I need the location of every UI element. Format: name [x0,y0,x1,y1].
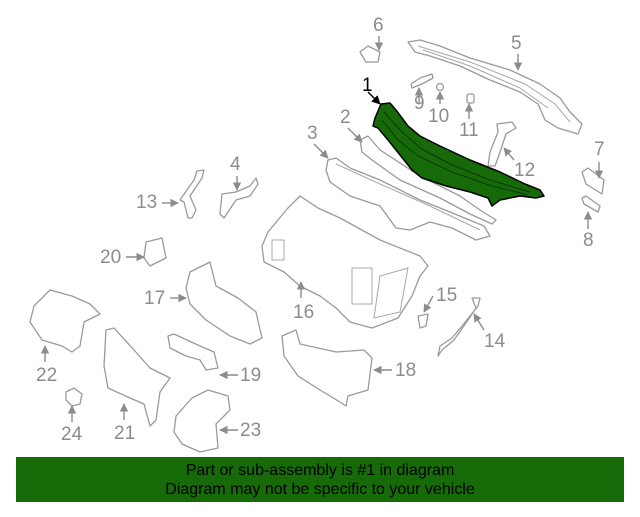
part-15-clip [417,313,429,329]
part-23-insulator [173,389,231,453]
part-9-bracket [410,73,434,89]
callout-23[interactable]: 23 [240,420,262,441]
callout-7[interactable]: 7 [594,139,605,160]
part-11-clip [466,93,475,104]
info-banner: Part or sub-assembly is #1 in diagram Di… [16,457,624,502]
callout-15[interactable]: 15 [436,285,458,306]
callout-19[interactable]: 19 [240,365,262,386]
part-21-insulator [103,327,171,427]
part-12-tube [487,121,517,167]
part-5-panel [407,39,583,135]
part-22-insulator [29,289,101,353]
callout-13[interactable]: 13 [136,192,158,213]
callout-9[interactable]: 9 [414,93,425,114]
callout-20[interactable]: 20 [100,247,122,268]
part-17-insulator [185,261,263,345]
callout-17[interactable]: 17 [144,288,166,309]
callout-21[interactable]: 21 [114,423,136,444]
callout-6[interactable]: 6 [373,15,384,36]
part-6-clip [359,45,381,63]
part-1-cowl-panel-highlighted [372,102,545,207]
part-19-insulator [167,333,219,371]
part-4-bracket [219,177,259,219]
callout-18[interactable]: 18 [395,360,417,381]
part-10-grommet [435,82,445,92]
callout-4[interactable]: 4 [230,154,241,175]
callout-3[interactable]: 3 [307,123,318,144]
callout-12[interactable]: 12 [514,160,536,181]
callout-11[interactable]: 11 [459,120,479,141]
banner-line-disclaimer: Diagram may not be specific to your vehi… [165,481,475,498]
callout-10[interactable]: 10 [428,106,450,127]
part-14-hose [437,297,481,357]
callout-8[interactable]: 8 [583,230,594,251]
callout-14[interactable]: 14 [484,331,506,352]
callout-5[interactable]: 5 [511,33,522,54]
banner-line-part-number: Part or sub-assembly is #1 in diagram [185,462,455,479]
callout-1-highlighted[interactable]: 1 [362,75,373,96]
callout-2[interactable]: 2 [340,107,351,128]
part-18-duct [281,329,373,407]
part-24-plug [65,387,83,407]
callout-16[interactable]: 16 [293,302,315,323]
part-13-hose [179,169,205,219]
callout-24[interactable]: 24 [61,424,83,445]
part-7-seal [581,167,605,195]
part-8-seal [581,195,601,213]
callout-arrows [40,36,604,435]
part-20-pad [143,237,167,267]
callout-22[interactable]: 22 [36,365,58,386]
